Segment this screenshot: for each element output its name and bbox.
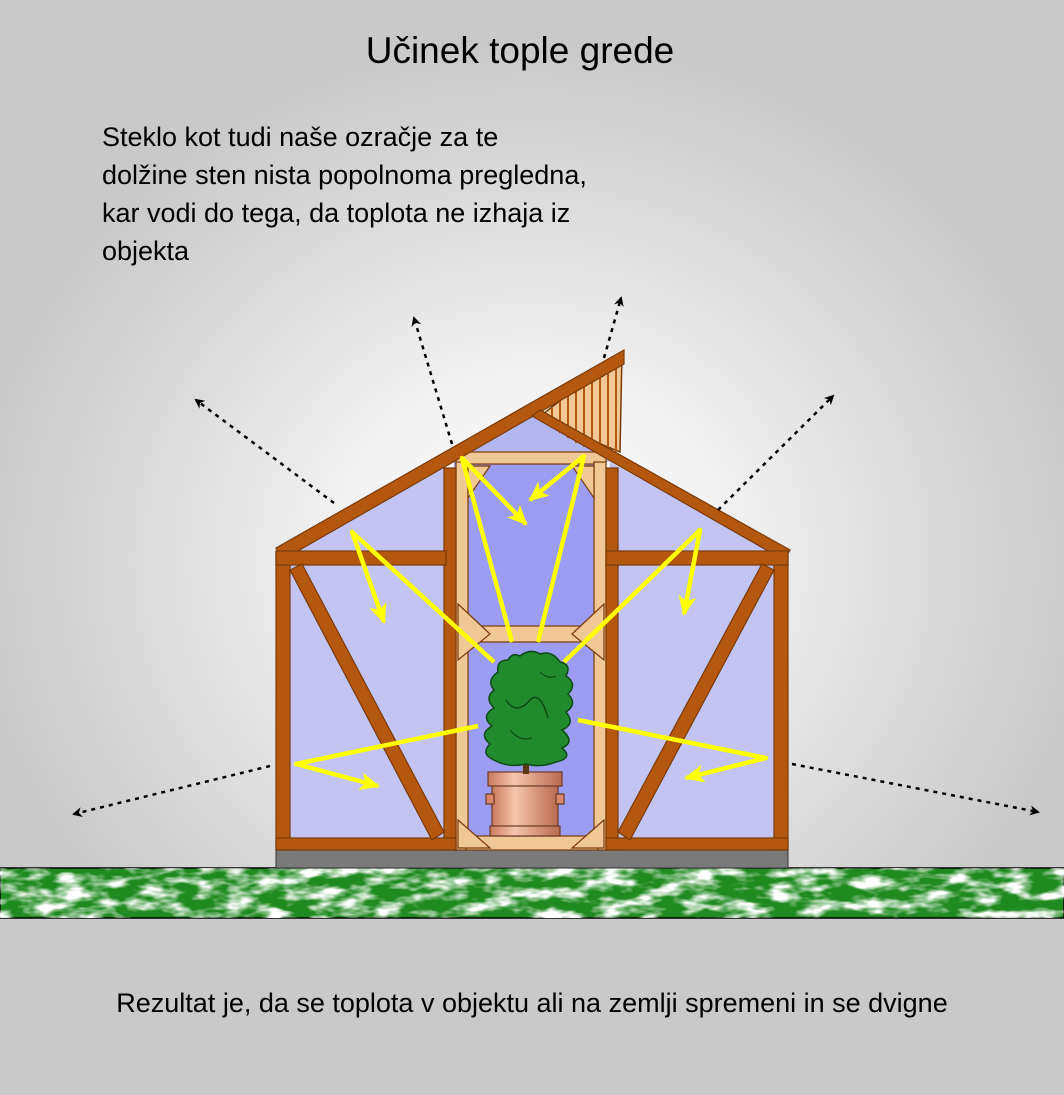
heat-ray: [349, 529, 496, 664]
description-line-3: kar vodi do tega, da toplota ne izhaja i…: [102, 198, 571, 228]
heat-ray: [528, 453, 587, 643]
escape-arrow: [72, 764, 271, 817]
description-line-4: objekta: [102, 236, 190, 266]
escape-arrow: [411, 316, 454, 445]
heat-ray: [562, 527, 703, 664]
escaping-heat-arrows: [72, 296, 1040, 817]
flower-pot: [485, 771, 565, 837]
escape-arrow: [791, 762, 1040, 816]
escape-arrow: [194, 398, 335, 505]
heat-rays: [293, 453, 769, 791]
description-text: Steklo kot tudi naše ozračje za te dolži…: [102, 118, 722, 270]
description-line-1: Steklo kot tudi naše ozračje za te: [102, 122, 499, 152]
center-frame: [455, 451, 607, 851]
greenhouse-frame: [275, 348, 791, 851]
result-text: Rezultat je, da se toplota v objektu ali…: [116, 988, 948, 1018]
escape-arrow: [602, 296, 624, 359]
heat-ray: [577, 717, 769, 783]
bottom-background: [0, 918, 1064, 1095]
description-line-2: dolžine sten nista popolnoma pregledna,: [102, 160, 587, 190]
diagram-title: Učinek tople grede: [365, 30, 675, 71]
grass-ground: [0, 867, 1064, 919]
plant: [483, 650, 574, 774]
heat-ray: [459, 455, 528, 643]
heat-ray: [293, 723, 479, 791]
escape-arrow: [717, 394, 835, 511]
foundation: [275, 849, 789, 869]
